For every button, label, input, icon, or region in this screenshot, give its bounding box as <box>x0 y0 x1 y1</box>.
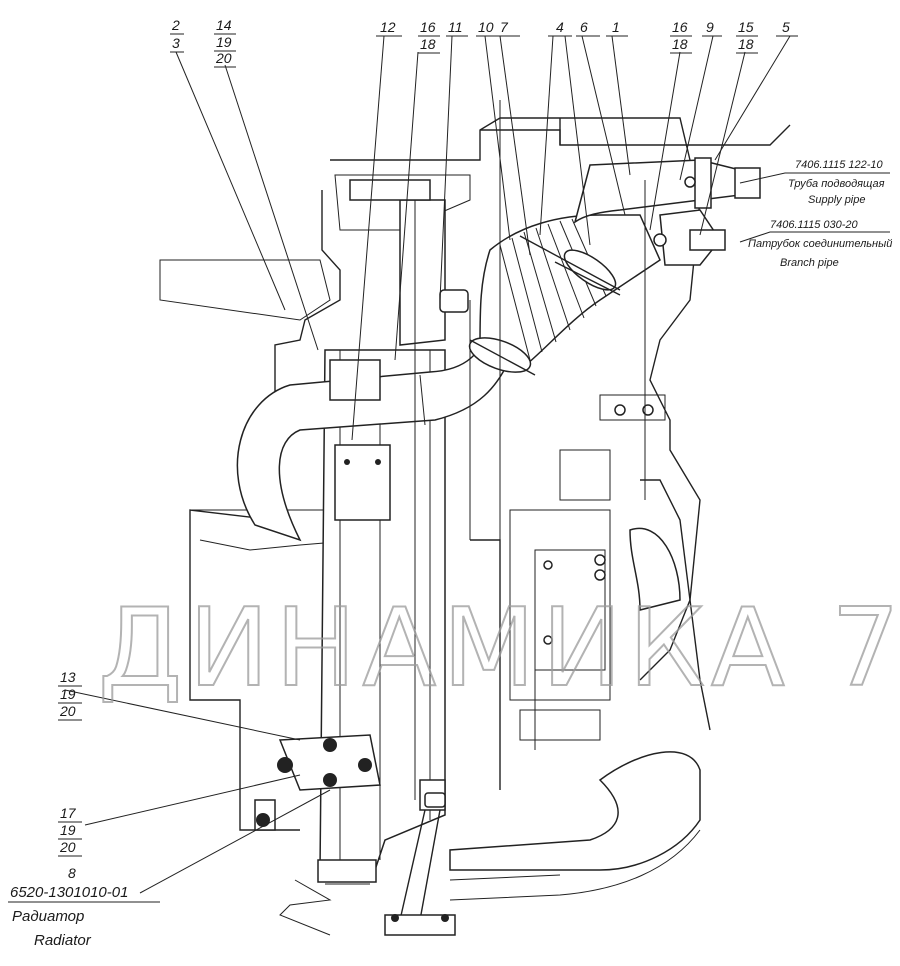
frame-verticals <box>414 100 646 800</box>
callout-20: 20 <box>215 50 232 66</box>
callout-5: 5 <box>782 19 790 35</box>
callout-19: 19 <box>216 34 232 50</box>
callout-8: 8 <box>68 865 76 881</box>
part-notes: 7406.1115 122-10 Труба подводящая Supply… <box>748 159 892 269</box>
callout-9: 9 <box>706 19 714 35</box>
callout-20c: 20 <box>59 839 76 855</box>
supply-pipe-code: 7406.1115 122-10 <box>795 159 884 171</box>
callout-18b: 18 <box>672 36 688 52</box>
callouts-top: 2 3 14 19 20 12 16 18 11 10 7 4 6 1 16 1… <box>170 17 798 68</box>
callout-2: 2 <box>171 17 180 33</box>
leader-lines-left <box>64 689 331 894</box>
watermark: ДИНАМИКА 76 <box>98 586 900 711</box>
hose-clamps <box>469 176 696 376</box>
leader-lines-right <box>739 172 890 243</box>
branch-pipe-name-en: Branch pipe <box>780 257 839 269</box>
callout-10: 10 <box>478 19 494 35</box>
callout-19b: 19 <box>60 686 76 702</box>
callouts-left: 13 19 20 17 19 20 8 <box>58 669 82 881</box>
corrugated-branch-pipe <box>468 214 661 373</box>
leader-lines-top <box>175 35 791 441</box>
callout-18: 18 <box>420 36 436 52</box>
radiator-side-tank <box>399 199 469 811</box>
callout-12: 12 <box>380 19 396 35</box>
branch-pipe-code: 7406.1115 030-20 <box>770 219 859 231</box>
callout-18c: 18 <box>738 36 754 52</box>
bottom-mount <box>279 809 456 936</box>
callout-11: 11 <box>448 19 463 35</box>
callout-16b: 16 <box>672 19 688 35</box>
callout-4: 4 <box>556 19 564 35</box>
radiator-part-number: 6520-1301010-01 <box>10 884 128 901</box>
radiator-caption: 6520-1301010-01 Радиатор Radiator <box>8 884 160 949</box>
callout-13: 13 <box>60 669 76 685</box>
callout-7: 7 <box>500 19 509 35</box>
radiator-name-en: Radiator <box>34 932 92 949</box>
callout-17: 17 <box>60 805 77 821</box>
callout-14: 14 <box>216 17 232 33</box>
supply-pipe-name-en: Supply pipe <box>808 194 866 206</box>
callout-16: 16 <box>420 19 436 35</box>
lower-coolant-pipe <box>449 751 701 901</box>
callout-19c: 19 <box>60 822 76 838</box>
supply-pipe-name-ru: Труба подводящая <box>788 178 885 190</box>
radiator-brackets <box>254 179 431 831</box>
supply-pipe <box>573 157 761 266</box>
callout-1: 1 <box>612 19 620 35</box>
callout-20b: 20 <box>59 703 76 719</box>
callout-6: 6 <box>580 19 588 35</box>
branch-pipe-name-ru: Патрубок соединительный <box>748 238 892 250</box>
radiator-name-ru: Радиатор <box>12 908 84 925</box>
callout-15: 15 <box>738 19 754 35</box>
callout-3: 3 <box>172 35 180 51</box>
